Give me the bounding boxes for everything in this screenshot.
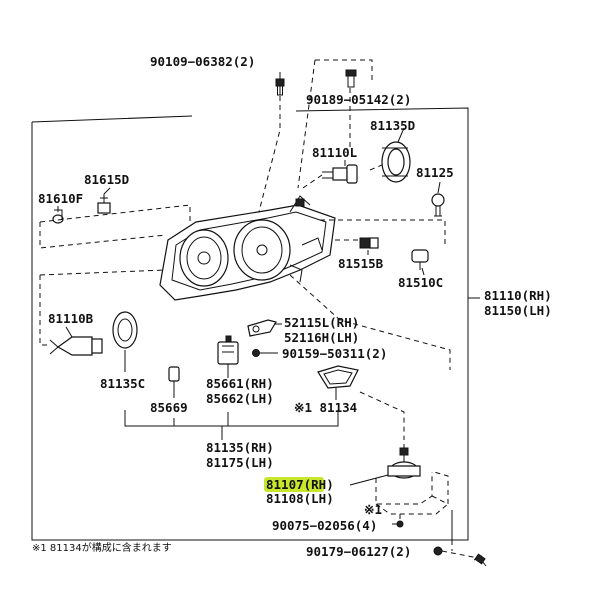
label-90109: 90109−06382(2): [150, 54, 255, 69]
label-85669: 85669: [150, 400, 188, 415]
label-81175: 81175(LH): [206, 455, 274, 470]
cover-81134-icon: [317, 365, 359, 389]
label-81125: 81125: [416, 165, 454, 180]
label-81150: 81150(LH): [484, 303, 552, 318]
bulb-81125-icon: [431, 193, 445, 217]
bracket-81135: [124, 410, 339, 440]
socket-81135d-icon: [381, 141, 411, 183]
label-81108: 81108(LH): [266, 491, 334, 506]
side-marker-guide: [320, 219, 446, 246]
screw-90075-icon: [396, 520, 404, 528]
bulb-81107-leader: [349, 474, 389, 486]
assembly-frame: [31, 107, 469, 541]
footnote: ※1 81134が構成に含まれます: [32, 541, 172, 554]
screw-90159-icon: [252, 349, 260, 357]
part-85669-icon: [168, 366, 180, 382]
low-beam-guide: [39, 269, 166, 346]
socket-81135d-leader: [397, 127, 405, 143]
label-85662: 85662(LH): [206, 391, 274, 406]
connector-52115l-icon: [247, 319, 277, 337]
bulb-81110b-leader: [65, 326, 73, 338]
screw-90189-icon: [345, 69, 357, 88]
socket-81135c-icon: [112, 311, 138, 349]
label-81135c: 81135C: [100, 376, 145, 391]
label-90179: 90179−06127(2): [306, 544, 411, 559]
label-81610f: 81610F: [38, 191, 83, 206]
bulb-81515b-icon: [359, 237, 379, 249]
socket-81615d-icon: [97, 194, 111, 214]
headlamp-body-icon: [159, 195, 336, 301]
part-81107-highlight: [264, 477, 324, 492]
label-81110b: 81110B: [48, 311, 94, 326]
ballast-85661-icon: [217, 335, 239, 365]
socket-81615d-leader: [103, 187, 111, 195]
bulb-81510c-icon: [411, 249, 429, 270]
label-81110: 81110(RH): [484, 288, 552, 303]
bulb-81125-leader: [437, 181, 441, 194]
bulb-81110l-icon: [322, 164, 358, 184]
label-85661: 85661(RH): [206, 376, 274, 391]
label-81135d: 81135D: [370, 118, 415, 133]
bulb-81510c-leader: [421, 267, 425, 276]
label-90075: 90075−02056(4): [272, 518, 377, 533]
label-81110l: 81110L: [312, 145, 358, 160]
bulb-81110b-icon: [49, 336, 103, 356]
label-90159: 90159−50311(2): [282, 346, 387, 361]
label-81107: 81107(RH): [266, 477, 334, 492]
cover-guide: [359, 391, 405, 440]
label-mark-1: ※1: [364, 502, 382, 517]
label-81510c: 81510C: [398, 275, 443, 290]
bulb-81107-box: [375, 471, 449, 515]
bulb-81107-icon: [387, 444, 421, 479]
screw-90109-guide: [252, 96, 281, 236]
bulb-81610f-icon: [52, 209, 64, 224]
screw-90189-guide: [297, 59, 373, 189]
label-81515b: 81515B: [338, 256, 384, 271]
label-52115l: 52115L(RH): [284, 315, 359, 330]
screw-90179-guide: [441, 540, 479, 559]
label-81134: ※1 81134: [294, 400, 357, 415]
label-81615d: 81615D: [84, 172, 129, 187]
label-81135: 81135(RH): [206, 440, 274, 455]
label-90189: 90189−05142(2): [306, 92, 411, 107]
screw-90109-icon: [275, 72, 285, 96]
adjuster-guide: [289, 274, 451, 370]
side-bulb-guide: [39, 204, 191, 249]
screw-90179-icon: [433, 546, 487, 567]
label-52116h: 52116H(LH): [284, 330, 359, 345]
bulb-81110l-guide: [299, 164, 383, 191]
